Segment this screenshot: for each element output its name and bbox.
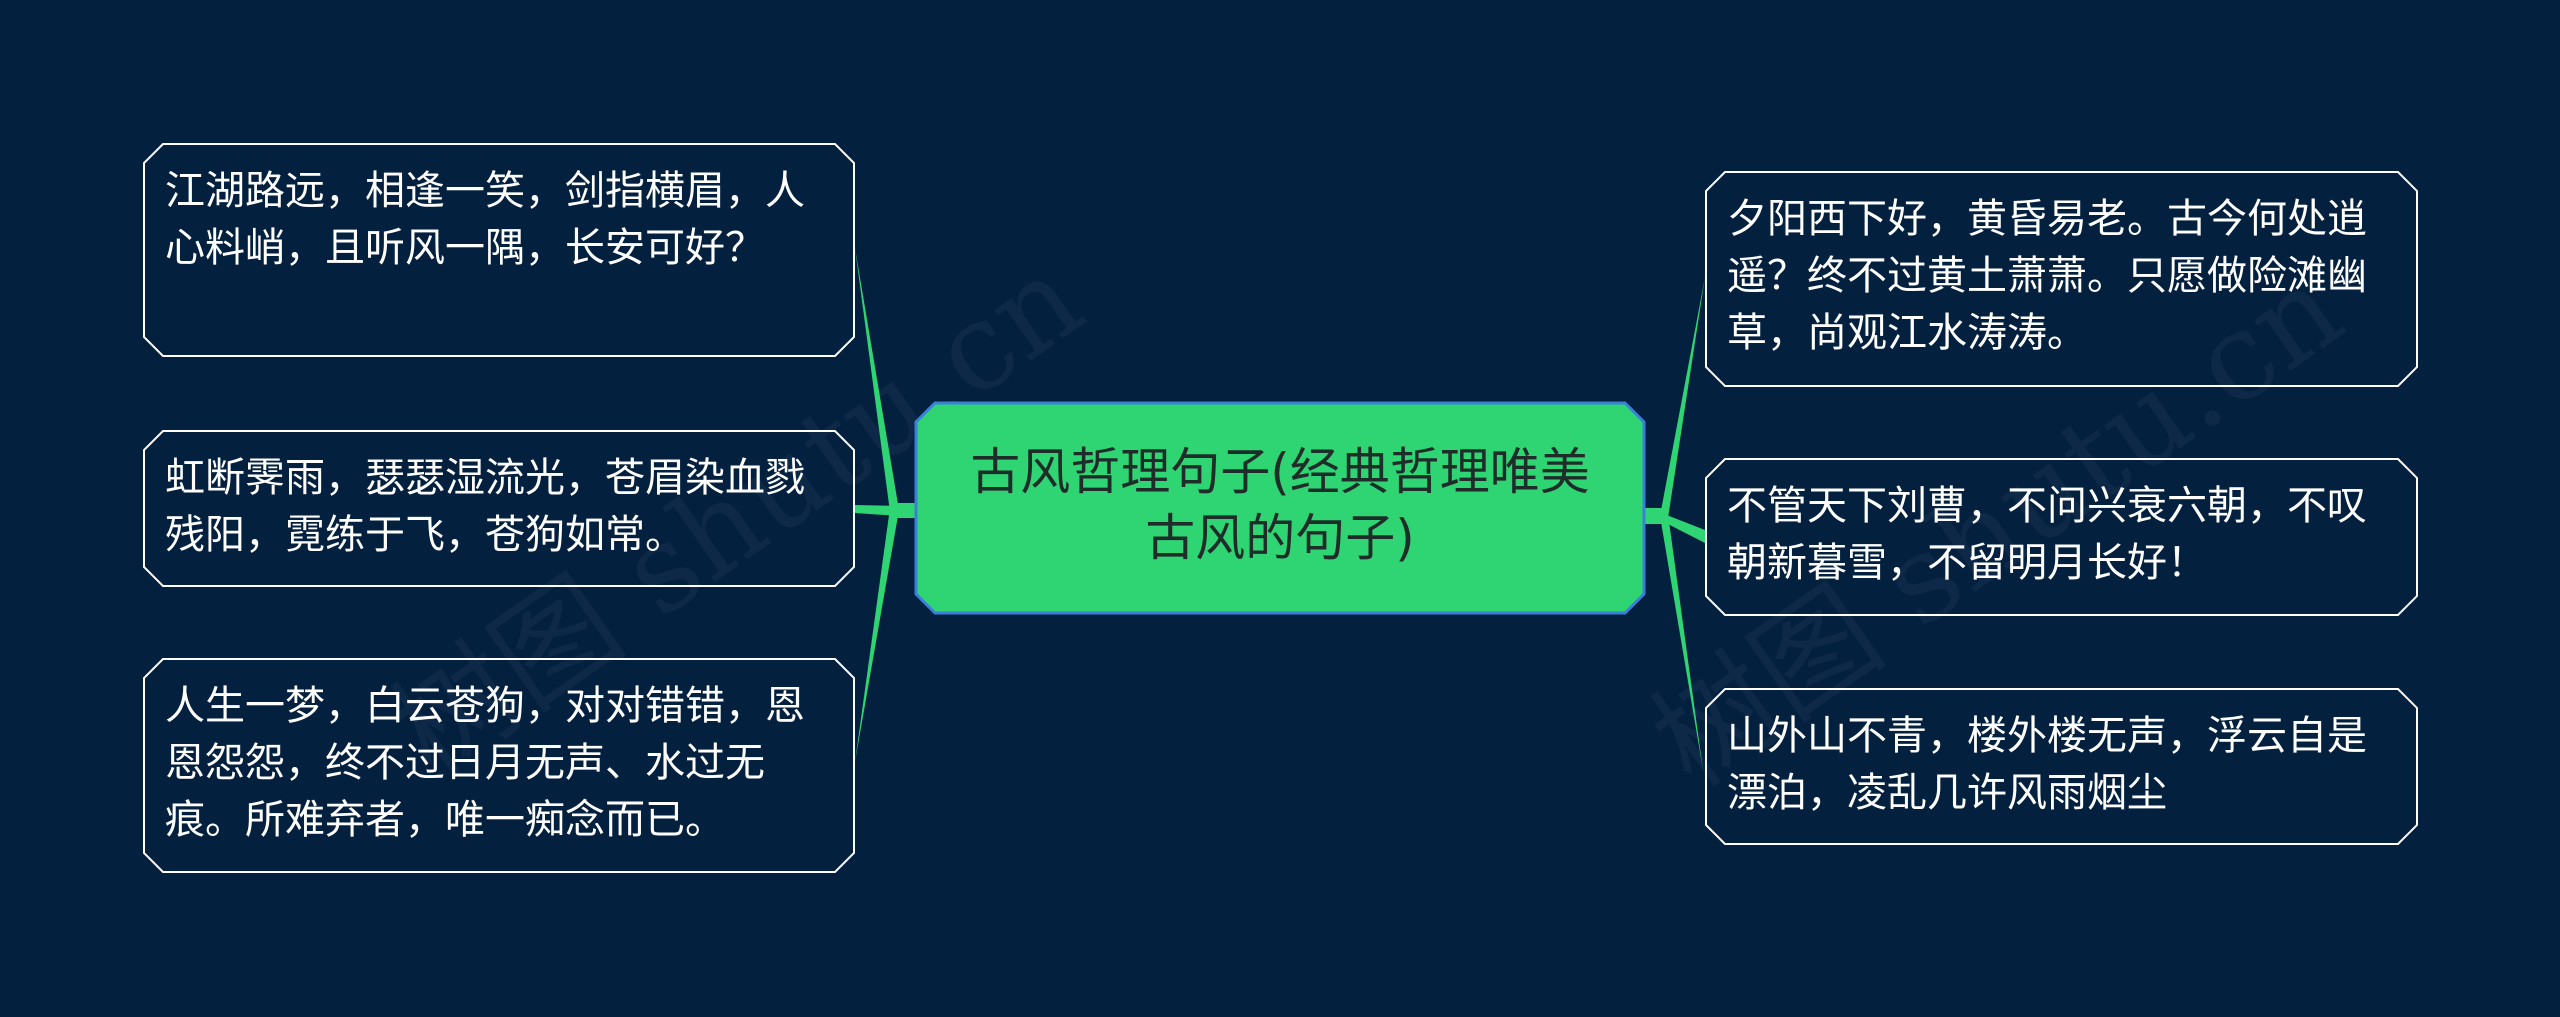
center-topic-title: 古风哲理句子(经典哲理唯美古风的句子): [970, 443, 1590, 567]
connector-right-3: [1660, 514, 1703, 770]
node-frame: [1705, 171, 2418, 387]
node-frame: [1705, 458, 2418, 616]
node-frame: [143, 658, 855, 873]
center-topic-node[interactable]: 古风哲理句子(经典哲理唯美古风的句子): [914, 401, 1646, 615]
left-node-2[interactable]: 虹断霁雨，瑟瑟湿流光，苍眉染血戮残阳，霓练于飞，苍狗如常。: [143, 430, 855, 587]
connector-right-1: [1660, 277, 1705, 518]
node-frame: [1705, 688, 2418, 845]
right-node-3[interactable]: 山外山不青，楼外楼无声，浮云自是漂泊，凌乱几许风雨烟尘: [1705, 688, 2418, 845]
node-frame: [143, 430, 855, 587]
connector-right-trunk: [1645, 508, 1662, 524]
left-node-3-text: 人生一梦，白云苍狗，对对错错，恩恩怨怨，终不过日月无声、水过无痕。所难弃者，唯一…: [165, 683, 805, 843]
right-node-1-text: 夕阳西下好，黄昏易老。古今何处逍遥？终不过黄土萧萧。只愿做险滩幽草，尚观江水涛涛…: [1727, 196, 2367, 356]
left-node-1[interactable]: 江湖路远，相逢一笑，剑指横眉，人心料峭，且听风一隅，长安可好？: [143, 143, 855, 357]
node-frame: [143, 143, 855, 357]
right-node-2[interactable]: 不管天下刘曹，不问兴衰六朝，不叹朝新暮雪，不留明月长好！: [1705, 458, 2418, 616]
connector-left-2: [855, 505, 900, 516]
left-node-1-text: 江湖路远，相逢一笑，剑指横眉，人心料峭，且听风一隅，长安可好？: [165, 168, 805, 271]
left-node-2-text: 虹断霁雨，瑟瑟湿流光，苍眉染血戮残阳，霓练于飞，苍狗如常。: [165, 455, 805, 558]
connector-left-3: [855, 508, 899, 762]
right-node-2-text: 不管天下刘曹，不问兴衰六朝，不叹朝新暮雪，不留明月长好！: [1727, 483, 2367, 586]
connector-left-trunk: [897, 503, 915, 518]
right-node-3-text: 山外山不青，楼外楼无声，浮云自是漂泊，凌乱几许风雨烟尘: [1727, 713, 2367, 816]
center-node-frame: [914, 401, 1646, 615]
left-node-3[interactable]: 人生一梦，白云苍狗，对对错错，恩恩怨怨，终不过日月无声、水过无痕。所难弃者，唯一…: [143, 658, 855, 873]
connector-left-1: [855, 248, 899, 512]
connector-right-2: [1660, 514, 1705, 543]
right-node-1[interactable]: 夕阳西下好，黄昏易老。古今何处逍遥？终不过黄土萧萧。只愿做险滩幽草，尚观江水涛涛…: [1705, 171, 2418, 387]
